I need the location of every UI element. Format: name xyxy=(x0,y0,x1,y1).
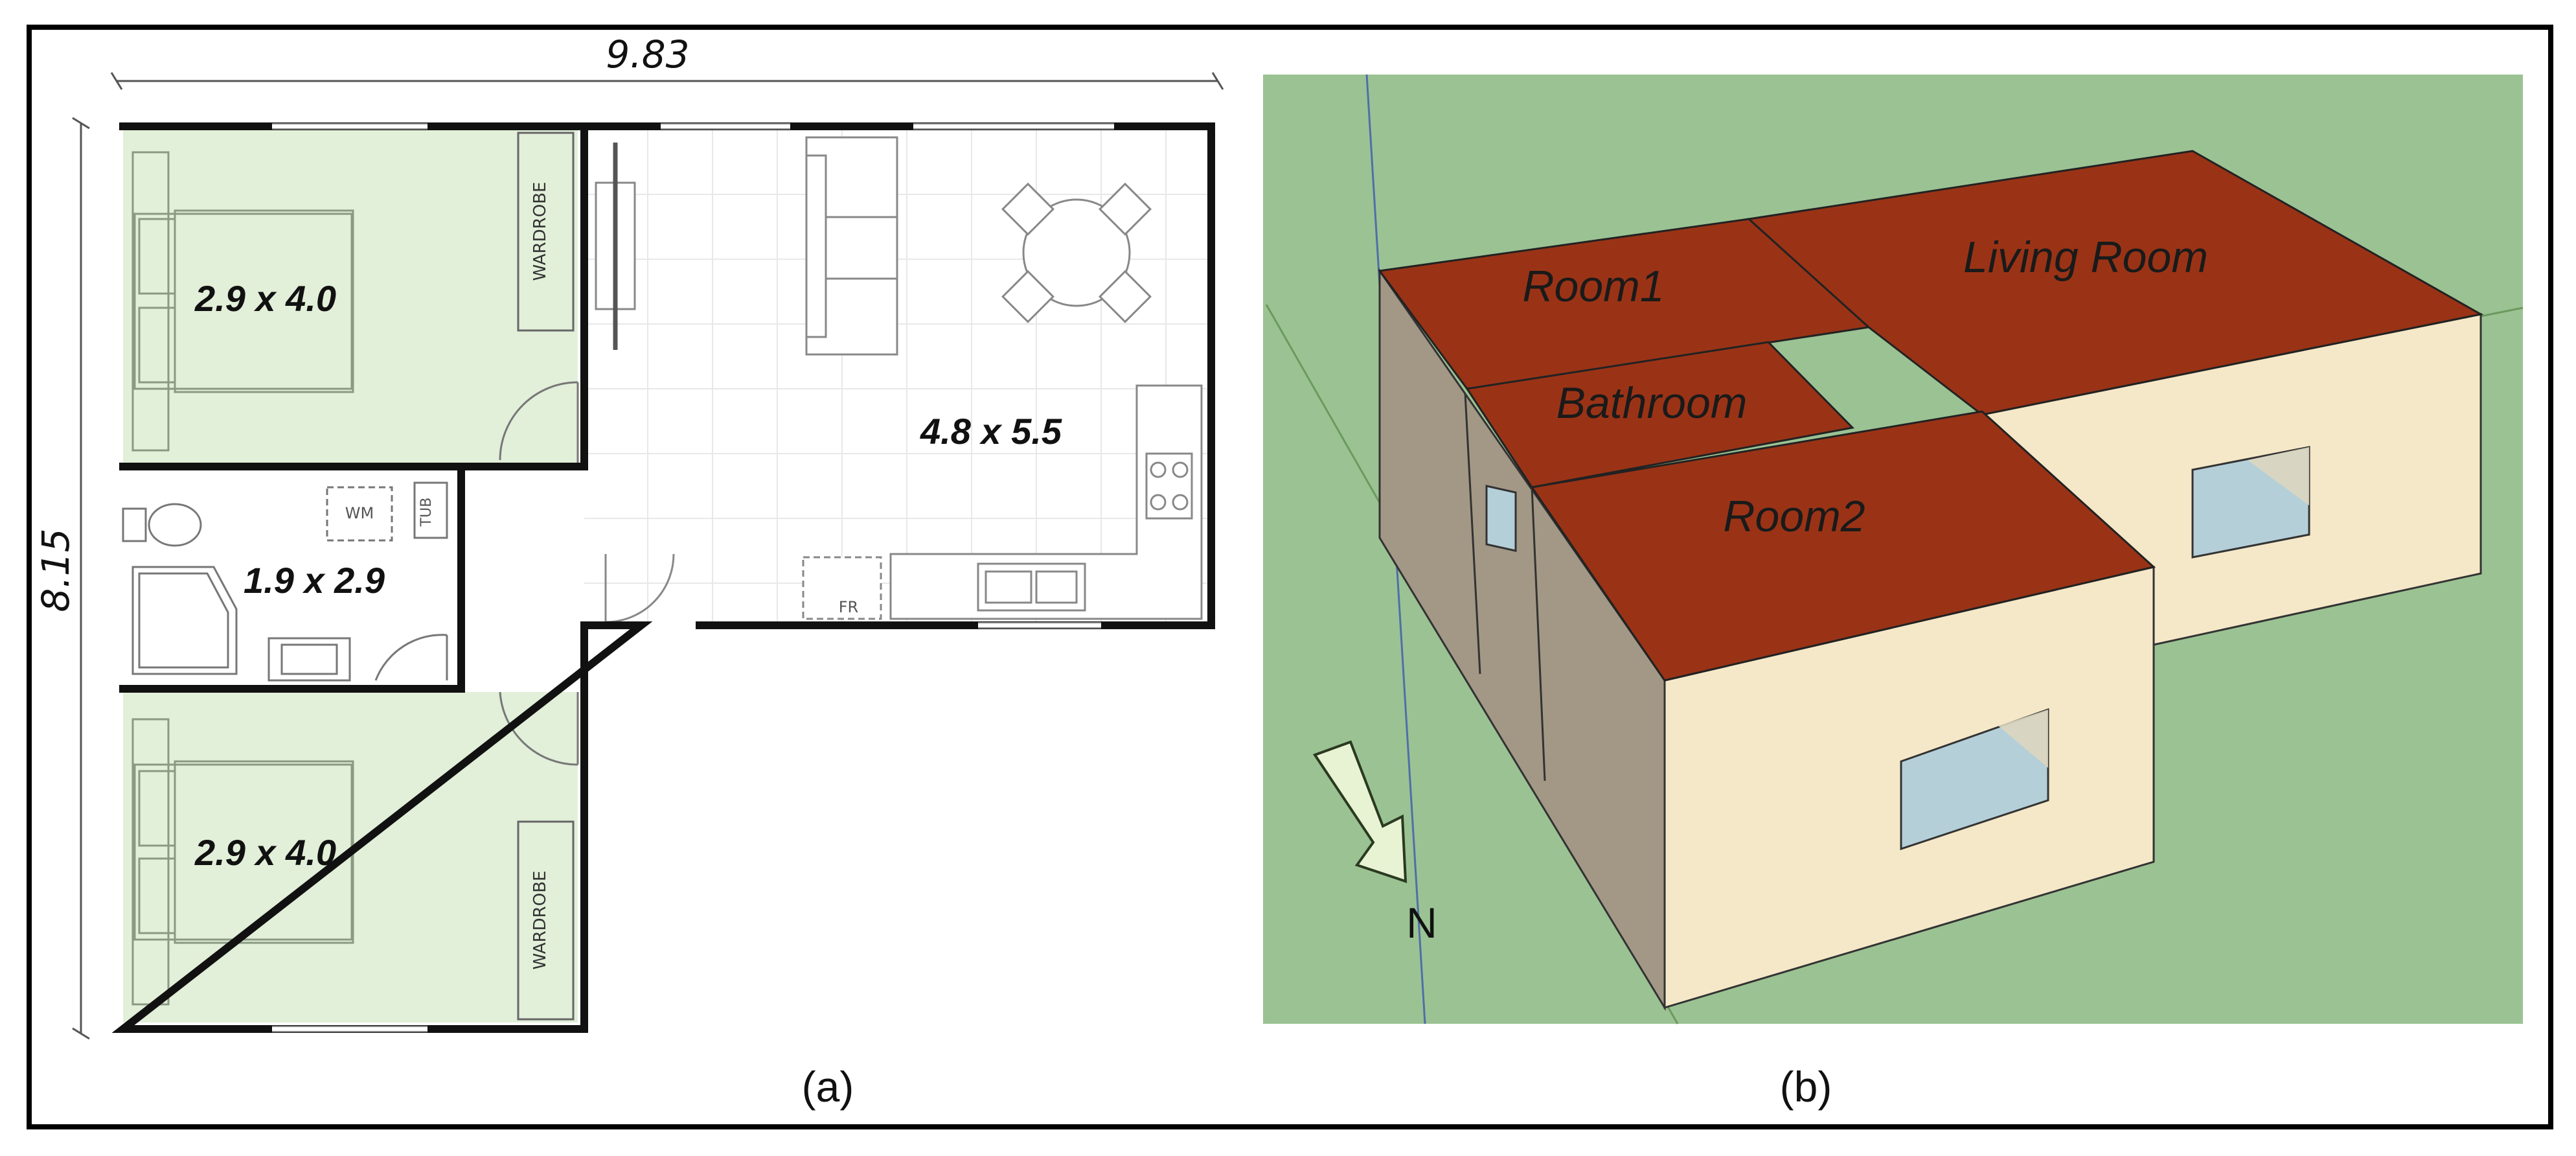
living-window-shade xyxy=(2248,447,2309,505)
bedroom-doors xyxy=(499,381,579,766)
width-dimension-label: 9.83 xyxy=(606,32,689,76)
roof-room2 xyxy=(1530,410,2156,682)
wardrobe-bottom-label: WARDROBE xyxy=(530,871,550,970)
tub-label: TUB xyxy=(418,498,435,527)
bathroom-dim: 1.9 x 2.9 xyxy=(244,560,385,601)
wardrobe-top-label: WARDROBE xyxy=(530,182,550,281)
roof-living xyxy=(1746,150,2484,416)
room2-window xyxy=(1900,708,2049,851)
washing-machine-label: WM xyxy=(345,504,374,522)
roof-label-bathroom: Bathroom xyxy=(1556,378,1748,428)
bed-top xyxy=(131,151,354,452)
bathroom-floor xyxy=(123,470,460,687)
wall-seam-1 xyxy=(1464,393,1481,675)
wall-seam-2 xyxy=(1531,487,1546,781)
bedroom-top xyxy=(123,130,578,463)
floor-plan-panel: 9.83 8.15 xyxy=(34,32,1224,1111)
roof-label-living-room: Living Room xyxy=(1963,233,2208,282)
wardrobe-bottom xyxy=(517,820,575,1021)
room2-window-shade xyxy=(1998,710,2048,768)
roof-label-room1: Room1 xyxy=(1522,262,1664,311)
caption-b: (b) xyxy=(1780,1063,1832,1111)
height-dimension-label: 8.15 xyxy=(34,528,78,612)
plan-window-frames xyxy=(272,123,1114,1032)
height-dimension xyxy=(72,117,90,1040)
bathroom-fixtures xyxy=(122,481,448,682)
compass-arrow-icon xyxy=(1312,740,1408,883)
living-furniture xyxy=(595,136,1203,623)
roof-bathroom xyxy=(1465,341,1855,489)
roofs xyxy=(1378,150,2484,682)
roof-label-room2: Room2 xyxy=(1723,492,1865,541)
wardrobe-top xyxy=(517,132,575,332)
side-window xyxy=(1485,485,1517,552)
width-dimension xyxy=(110,72,1224,90)
bedroom-top-dim: 2.9 x 4.0 xyxy=(194,278,336,319)
bedroom-bottom-dim: 2.9 x 4.0 xyxy=(194,832,336,873)
fridge-label: FR xyxy=(839,598,858,616)
model-panel: Room1 Living Room Bathroom Room2 N (b) xyxy=(1263,74,2524,1111)
living-dim: 4.8 x 5.5 xyxy=(920,411,1062,452)
compass-north-label: N xyxy=(1406,899,1437,947)
plan-windows xyxy=(272,124,1114,1032)
caption-a: (a) xyxy=(802,1063,854,1111)
